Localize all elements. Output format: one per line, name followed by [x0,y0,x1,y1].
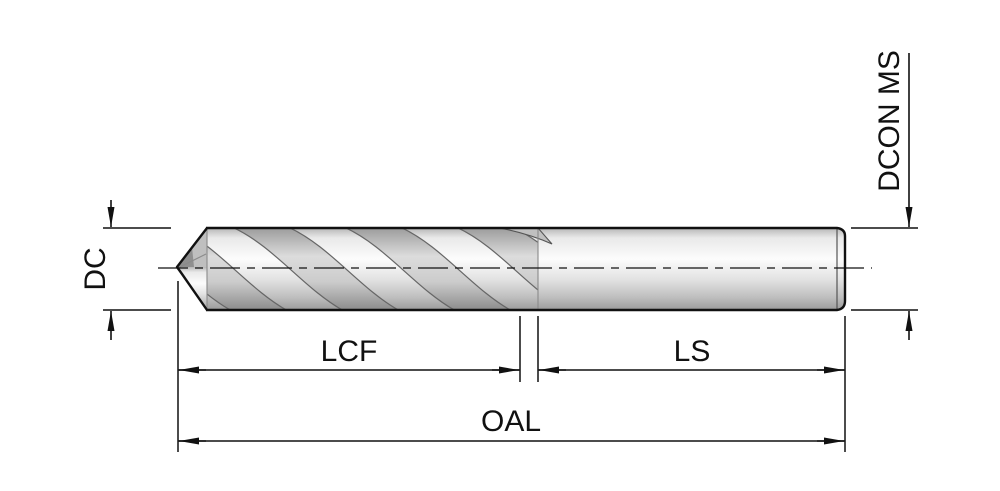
dimension-ls: LS [537,316,846,452]
drill-flute-helix [206,228,538,310]
lcf-label: LCF [321,335,378,368]
drill-shank [538,228,845,310]
dimension-dcon-ms: DCON MS [851,50,918,340]
drill-tip-chisel-edge [177,253,207,269]
drill-flute-runout [499,227,553,245]
dc-label: DC [79,247,112,290]
dimension-lcf: LCF [177,281,521,452]
ls-label: LS [674,335,711,368]
dimension-oal: OAL [178,405,845,445]
dimension-dc: DC [79,200,171,340]
oal-label: OAL [481,405,541,438]
drill [158,226,872,312]
dcon-ms-label: DCON MS [873,50,906,192]
drill-tip-lower-facet [177,267,207,310]
